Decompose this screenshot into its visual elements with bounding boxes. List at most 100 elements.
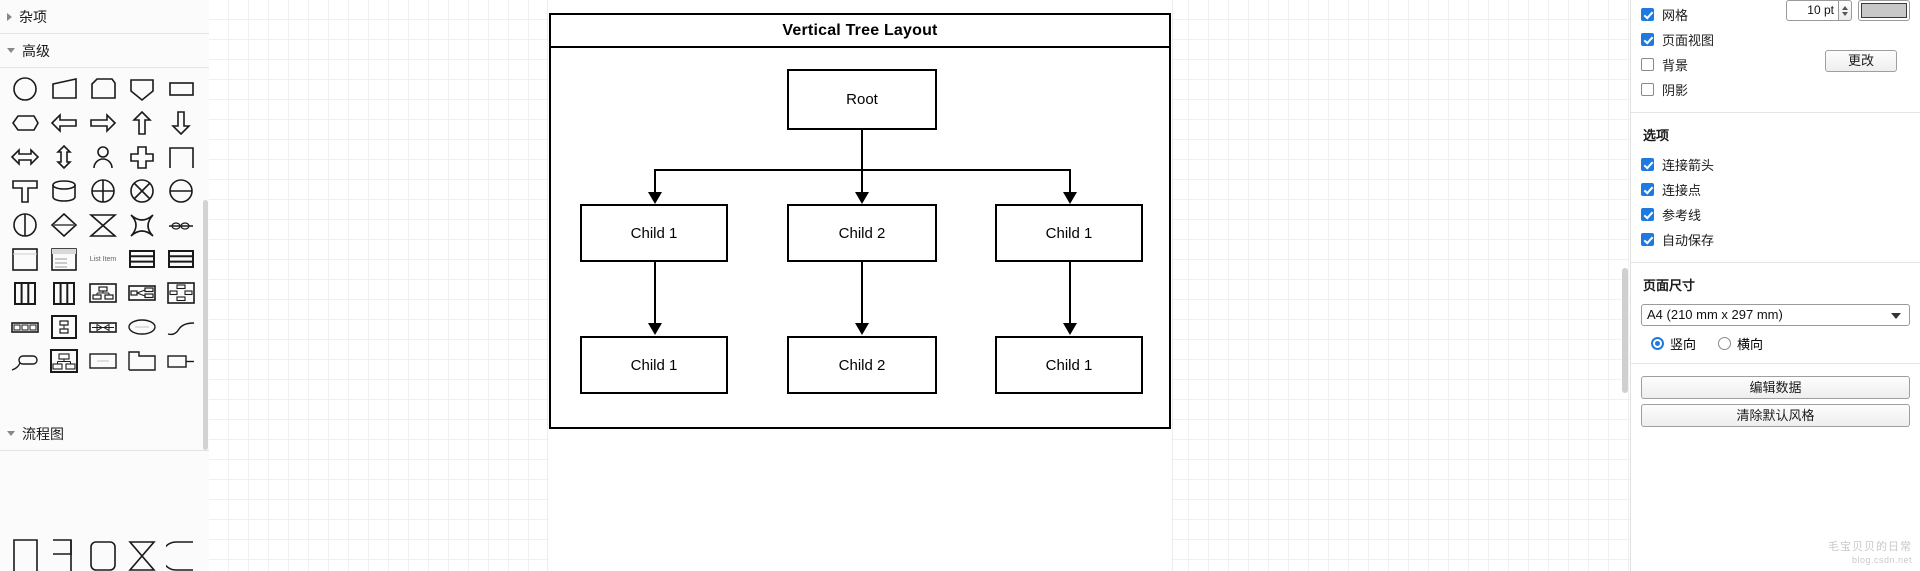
arrow-left-shape[interactable]	[45, 108, 83, 138]
callout-curve-shape[interactable]	[6, 346, 44, 376]
options-section: 选项 连接箭头 连接点 参考线 自动保存	[1631, 113, 1920, 263]
checkbox-row-connection-arrows[interactable]: 连接箭头	[1641, 152, 1910, 177]
checkbox-row-connection-points[interactable]: 连接点	[1641, 177, 1910, 202]
folder-shape[interactable]	[123, 346, 161, 376]
checkbox-row-shadow[interactable]: 阴影	[1641, 77, 1910, 102]
shadow-checkbox[interactable]	[1641, 83, 1654, 96]
columns-shape[interactable]	[6, 278, 44, 308]
checkbox-row-guides[interactable]: 参考线	[1641, 202, 1910, 227]
guides-checkbox[interactable]	[1641, 208, 1654, 221]
half-circle-shape[interactable]	[162, 176, 200, 206]
background-change-button[interactable]: 更改	[1825, 50, 1897, 72]
diagram-title: Vertical Tree Layout	[551, 15, 1169, 48]
tree-shape[interactable]	[84, 278, 122, 308]
curve-link-shape[interactable]	[162, 312, 200, 342]
corner-shape[interactable]	[6, 539, 44, 571]
node-child-m1[interactable]: Child 1	[580, 204, 728, 262]
sidebar-section-misc[interactable]: 杂项	[0, 0, 209, 34]
circle-shape[interactable]	[6, 74, 44, 104]
orientation-landscape-radio[interactable]	[1718, 337, 1732, 350]
orientation-portrait-radio[interactable]	[1651, 337, 1664, 350]
node-child-b1[interactable]: Child 1	[580, 336, 728, 394]
node-label: Child 1	[630, 356, 678, 374]
arrow-up-shape[interactable]	[123, 108, 161, 138]
sidebar-section-advanced[interactable]: 高级	[0, 34, 209, 68]
checkbox-row-autosave[interactable]: 自动保存	[1641, 227, 1910, 252]
connection-points-checkbox[interactable]	[1641, 183, 1654, 196]
crossfunction-shape[interactable]	[84, 312, 122, 342]
node-child-b3[interactable]: Child 1	[995, 336, 1143, 394]
orientation-landscape-label: 横向	[1737, 337, 1764, 352]
list-shape[interactable]	[45, 244, 83, 274]
sidebar-section-flowchart[interactable]: 流程图	[0, 417, 209, 451]
pentagon-home-shape[interactable]	[123, 74, 161, 104]
shape-sidebar[interactable]: 杂项 高级	[0, 0, 209, 571]
columns2-shape[interactable]	[45, 278, 83, 308]
grid-checkbox[interactable]	[1641, 8, 1654, 21]
cross-shape[interactable]	[123, 142, 161, 172]
circle-x-shape[interactable]	[123, 176, 161, 206]
org-tree-shape[interactable]	[162, 278, 200, 308]
arrowhead-icon	[1063, 323, 1077, 335]
checkbox-row-grid[interactable]: 网格 10 pt	[1641, 0, 1910, 27]
clear-default-style-button[interactable]: 清除默认风格	[1641, 404, 1910, 427]
stepper-down-icon	[1842, 11, 1848, 16]
ellipse-label-shape[interactable]	[123, 312, 161, 342]
diagram-frame[interactable]: Vertical Tree Layout Root Child 1 Child …	[549, 13, 1171, 429]
node-child-m3[interactable]: Child 1	[995, 204, 1143, 262]
edit-data-button[interactable]: 编辑数据	[1641, 376, 1910, 399]
page-view-checkbox[interactable]	[1641, 33, 1654, 46]
diamond-shape[interactable]	[45, 210, 83, 240]
grid-size-stepper[interactable]	[1838, 0, 1852, 21]
table-rows-shape[interactable]	[123, 244, 161, 274]
circle-cross-shape[interactable]	[84, 176, 122, 206]
list-item-shape[interactable]: List Item	[84, 244, 122, 274]
checkbox-row-page-view[interactable]: 页面视图	[1641, 27, 1910, 52]
arrow-double-horizontal-shape[interactable]	[6, 142, 44, 172]
corner-shape[interactable]	[162, 142, 200, 172]
page-size-select[interactable]: A4 (210 mm x 297 mm)	[1641, 304, 1910, 326]
connection-arrows-checkbox[interactable]	[1641, 158, 1654, 171]
actor-shape[interactable]	[84, 142, 122, 172]
mindmap-shape[interactable]	[123, 278, 161, 308]
cylinder-shape[interactable]	[45, 176, 83, 206]
tree-small-shape[interactable]	[45, 312, 83, 342]
org-chart-shape[interactable]	[45, 346, 83, 376]
autosave-checkbox[interactable]	[1641, 233, 1654, 246]
bowtie-shape[interactable]	[123, 539, 161, 571]
hexagon-shape[interactable]	[6, 108, 44, 138]
node-label: Child 1	[1045, 224, 1093, 242]
node-root[interactable]: Root	[787, 69, 937, 130]
shape-row	[6, 310, 207, 344]
tee-shape[interactable]	[6, 176, 44, 206]
partial-rect-shape[interactable]	[162, 346, 200, 376]
sidebar-section-advanced-label: 高级	[22, 42, 50, 59]
table-rows2-shape[interactable]	[162, 244, 200, 274]
tee-small-shape[interactable]	[45, 539, 83, 571]
shape-row	[6, 208, 207, 242]
trapezoid-shape[interactable]	[45, 74, 83, 104]
rounded-left-shape[interactable]	[162, 539, 200, 571]
card-shape[interactable]	[84, 346, 122, 376]
rounded-rect-shape[interactable]	[84, 539, 122, 571]
node-child-m2[interactable]: Child 2	[787, 204, 937, 262]
grid-color-swatch[interactable]	[1858, 0, 1910, 21]
container-shape[interactable]	[6, 244, 44, 274]
sidebar-scrollbar[interactable]	[203, 200, 208, 450]
rectangle-shape[interactable]	[162, 74, 200, 104]
split-circle-shape[interactable]	[6, 210, 44, 240]
concave-star-shape[interactable]	[123, 210, 161, 240]
arrow-double-vertical-shape[interactable]	[45, 142, 83, 172]
dashed-link-shape[interactable]	[162, 210, 200, 240]
background-checkbox[interactable]	[1641, 58, 1654, 71]
checkbox-row-background[interactable]: 背景 更改	[1641, 50, 1910, 77]
canvas-vertical-scrollbar[interactable]	[1622, 268, 1628, 393]
arrow-right-shape[interactable]	[84, 108, 122, 138]
arrow-down-shape[interactable]	[162, 108, 200, 138]
process-bar-shape[interactable]	[6, 312, 44, 342]
octagon-shape[interactable]	[84, 74, 122, 104]
node-child-b2[interactable]: Child 2	[787, 336, 937, 394]
diagram-canvas[interactable]: Vertical Tree Layout Root Child 1 Child …	[209, 0, 1630, 571]
bowtie-shape[interactable]	[84, 210, 122, 240]
grid-size-input[interactable]: 10 pt	[1786, 0, 1838, 21]
